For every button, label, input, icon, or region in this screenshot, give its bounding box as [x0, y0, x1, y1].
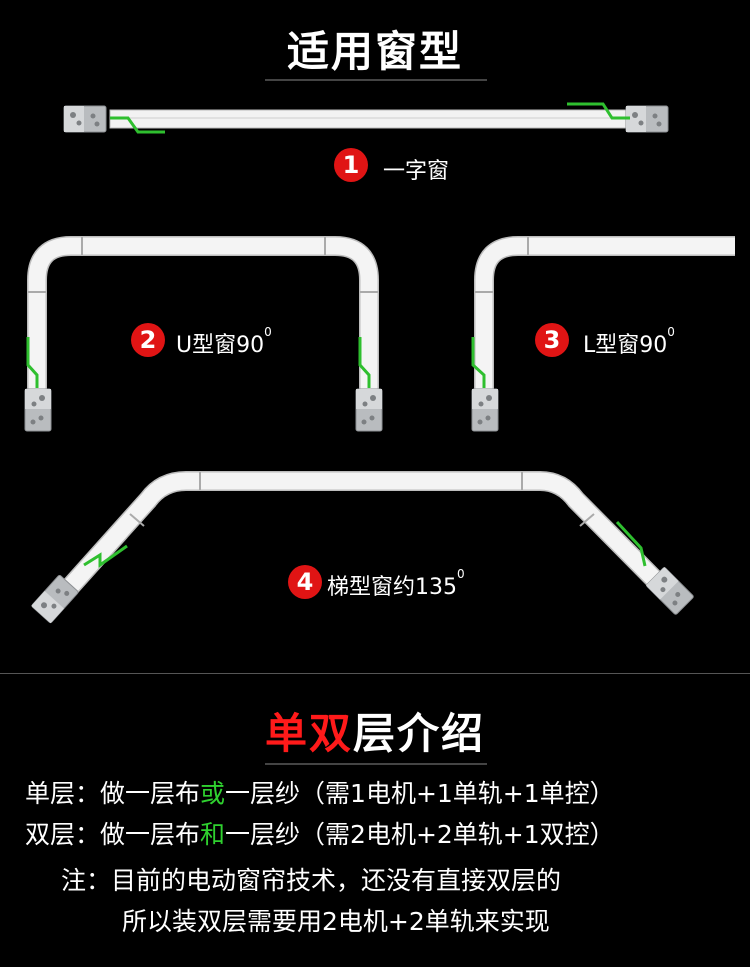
number-badge-4: 4	[288, 565, 322, 599]
straight-rail-diagram	[63, 102, 669, 134]
degree-sup: 0	[667, 325, 675, 339]
number-badge-3: 3	[535, 323, 569, 357]
row-text-a: 做一层布	[100, 779, 201, 808]
section-divider	[0, 673, 750, 674]
section-title-layers: 单双层介绍	[0, 700, 750, 761]
title-underline	[265, 79, 487, 81]
row-text-b: 一层纱（需2电机+2单轨+1双控）	[225, 820, 615, 849]
l-rail-diagram	[471, 236, 735, 432]
label-text: L型窗90	[583, 333, 668, 358]
single-layer-row: 单层：做一层布或一层纱（需1电机+1单轨+1单控）	[25, 774, 615, 810]
label-text: U型窗90	[176, 333, 265, 358]
degree-sup: 0	[264, 325, 272, 339]
row-highlight: 或	[200, 779, 226, 808]
row-prefix: 单层：	[25, 779, 101, 808]
label-text: 梯型窗约135	[327, 575, 457, 600]
row-prefix: 双层：	[25, 820, 101, 849]
title-red-part: 单双	[264, 709, 353, 758]
note-line-1: 目前的电动窗帘技术，还没有直接双层的	[111, 866, 562, 895]
trapezoid-rail-diagram	[30, 471, 695, 624]
section-title-window-types: 适用窗型	[286, 27, 463, 76]
number-badge-1: 1	[334, 148, 368, 182]
row-text-b: 一层纱（需1电机+1单轨+1单控）	[225, 779, 615, 808]
note-prefix: 注：	[61, 866, 112, 895]
title-underline	[265, 763, 487, 765]
note-row: 注：目前的电动窗帘技术，还没有直接双层的	[61, 861, 561, 897]
label-l-window: L型窗900	[583, 325, 675, 359]
title-white-part: 层介绍	[353, 709, 486, 758]
row-highlight: 和	[200, 820, 226, 849]
label-trapezoid-window: 梯型窗约1350	[327, 567, 465, 601]
note-line-2: 所以装双层需要用2电机+2单轨来实现	[122, 907, 550, 936]
double-layer-row: 双层：做一层布和一层纱（需2电机+2单轨+1双控）	[25, 815, 615, 851]
u-rail-diagram	[24, 236, 383, 432]
note-row-2: 所以装双层需要用2电机+2单轨来实现	[122, 902, 550, 938]
label-straight-window: 一字窗	[383, 153, 449, 185]
degree-sup: 0	[457, 567, 465, 581]
number-badge-2: 2	[131, 323, 165, 357]
row-text-a: 做一层布	[100, 820, 201, 849]
label-text: 一字窗	[383, 159, 450, 184]
label-u-window: U型窗900	[176, 325, 272, 359]
rail-illustrations	[24, 102, 735, 624]
